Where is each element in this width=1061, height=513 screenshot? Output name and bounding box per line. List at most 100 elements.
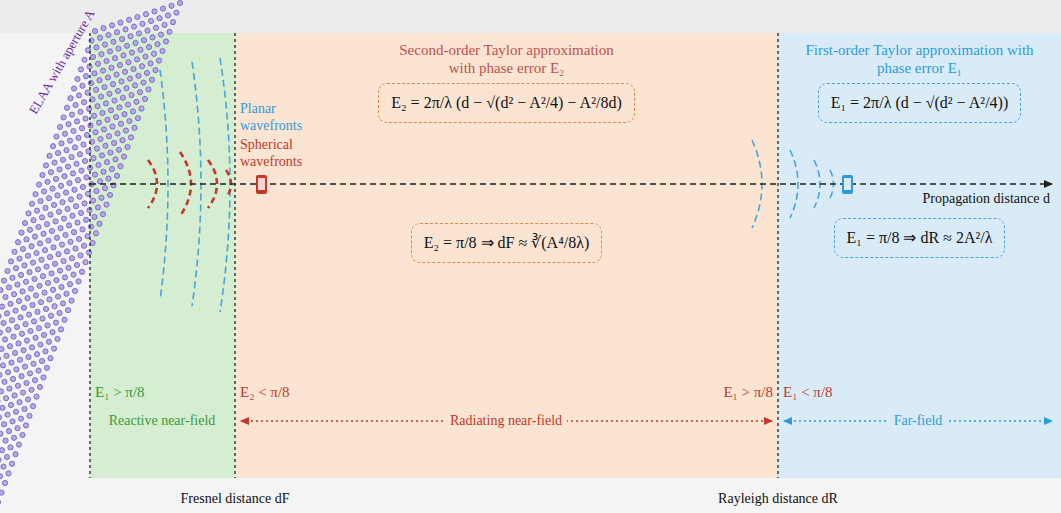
array-element [83, 217, 88, 222]
boundary-line [234, 33, 235, 478]
array-element [128, 34, 133, 39]
array-element [91, 156, 96, 161]
array-element [92, 172, 97, 177]
array-element [69, 298, 74, 303]
array-element [88, 80, 93, 85]
array-element [52, 261, 57, 266]
array-element [140, 21, 145, 26]
array-element [25, 296, 30, 301]
phone-screen [844, 178, 851, 190]
array-element [86, 106, 91, 111]
array-element [15, 383, 20, 388]
array-element [143, 54, 148, 59]
array-element [123, 27, 128, 32]
array-element [102, 186, 107, 191]
array-element [48, 170, 53, 175]
array-element [15, 240, 20, 245]
array-element [104, 160, 109, 165]
array-element [0, 304, 5, 309]
array-element [73, 204, 78, 209]
array-element [17, 256, 22, 261]
array-element [67, 180, 72, 185]
array-element [92, 71, 97, 76]
array-element [22, 364, 27, 369]
array-element [75, 76, 80, 81]
array-element [75, 178, 80, 183]
array-element [3, 438, 8, 443]
array-element [51, 202, 56, 207]
array-element [78, 109, 83, 114]
array-element [23, 423, 28, 428]
array-element [97, 78, 102, 83]
array-element [60, 200, 65, 205]
array-element [11, 435, 16, 440]
array-element [93, 87, 98, 92]
near-field-user [256, 175, 267, 194]
array-element [97, 179, 102, 184]
array-element [85, 234, 90, 239]
array-element [48, 356, 53, 361]
array-element [73, 102, 78, 107]
array-element [116, 147, 121, 152]
array-element [144, 70, 149, 75]
array-element [5, 412, 10, 417]
array-element [169, 3, 174, 8]
array-element [8, 259, 13, 264]
array-element [13, 308, 18, 313]
array-element [69, 154, 74, 159]
array-element [106, 176, 111, 181]
array-element [34, 394, 39, 399]
array-element [31, 319, 36, 324]
array-element [151, 51, 156, 56]
array-element [130, 109, 135, 114]
array-element [92, 214, 97, 219]
array-element [66, 265, 71, 270]
array-element [26, 312, 31, 317]
array-element [67, 138, 72, 143]
array-element [47, 153, 52, 158]
array-element [90, 198, 95, 203]
array-element [125, 102, 130, 107]
array-element [22, 220, 27, 225]
array-element [0, 490, 4, 495]
array-element [101, 127, 106, 132]
array-element [29, 345, 34, 350]
array-element [74, 119, 79, 124]
array-element [0, 356, 1, 361]
array-element [108, 108, 113, 113]
array-element [153, 25, 158, 30]
array-element [43, 306, 48, 311]
array-element [6, 285, 11, 290]
array-element [59, 284, 64, 289]
array-element [103, 143, 108, 148]
array-element [112, 98, 117, 103]
array-element [1, 422, 6, 427]
array-element [54, 278, 59, 283]
array-element [82, 201, 87, 206]
array-element [83, 116, 88, 121]
array-element [52, 304, 57, 309]
array-element [160, 6, 165, 11]
region-title: Second-order Taylor approximation with p… [387, 41, 627, 77]
array-element [72, 145, 77, 150]
array-element [0, 314, 1, 319]
array-element [50, 330, 55, 335]
array-element [132, 83, 137, 88]
array-element [30, 404, 35, 409]
array-element [100, 212, 105, 217]
array-element [50, 144, 55, 149]
array-element [127, 76, 132, 81]
planar-wavefront [220, 58, 230, 312]
array-element [32, 276, 37, 281]
array-element [34, 352, 39, 357]
array-element [23, 322, 28, 327]
array-element [53, 176, 58, 181]
array-element [27, 270, 32, 275]
array-element [29, 244, 34, 249]
array-element [1, 320, 6, 325]
array-element [155, 42, 160, 47]
array-element [104, 202, 109, 207]
array-element [121, 154, 126, 159]
array-element [95, 205, 100, 210]
